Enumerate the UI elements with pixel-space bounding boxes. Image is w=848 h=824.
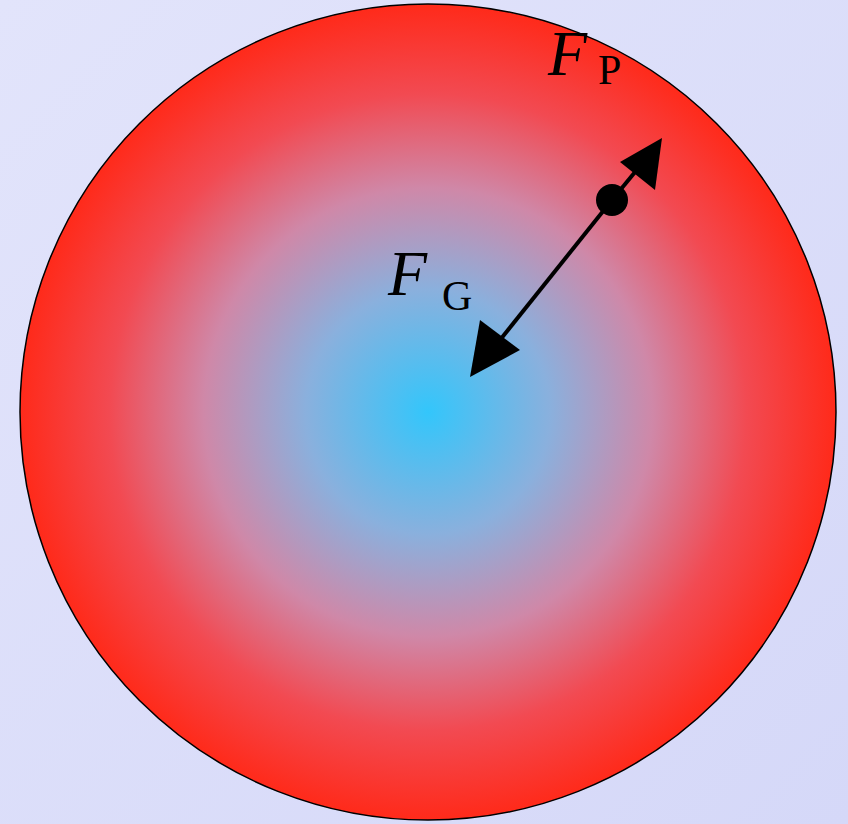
star-disc (20, 4, 836, 820)
gravity-arrowhead (470, 320, 520, 377)
gravity-arrow-shaft (500, 200, 612, 340)
pressure-arrowhead (620, 138, 662, 190)
force-symbol: F (548, 22, 587, 86)
force-subscript: G (442, 275, 472, 317)
force-symbol: F (388, 242, 427, 306)
mass-element-dot (596, 184, 628, 216)
force-subscript: P (598, 49, 621, 91)
